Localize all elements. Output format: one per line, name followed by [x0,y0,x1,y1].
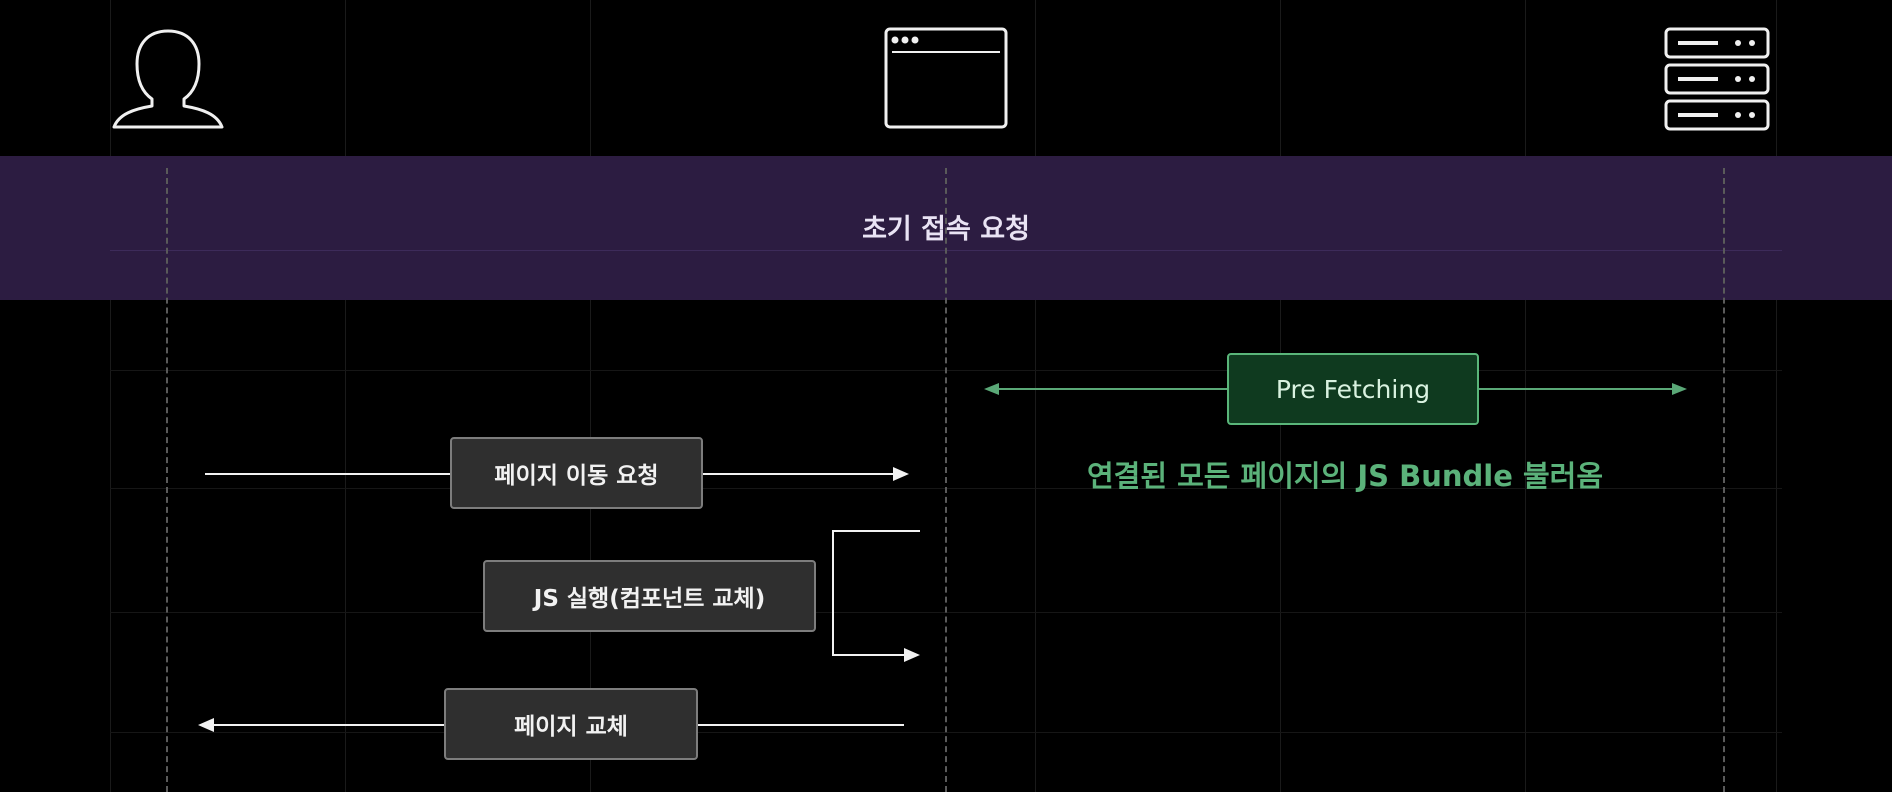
prefetch-arrow-right-head [1672,383,1687,395]
self-loop-top-line [832,530,920,532]
replace-page-arrow-head [198,718,214,732]
server-lifeline [1723,168,1725,792]
user-silhouette-icon [112,29,224,129]
grid-line [1525,0,1526,792]
navigate-request-label: 페이지 이동 요청 [450,437,703,509]
prefetch-label: Pre Fetching [1227,353,1479,425]
grid-line [590,0,591,792]
band-title: 초기 접속 요청 [862,214,1030,245]
browser-window-icon [884,27,1008,129]
navigate-request-arrow-head [893,467,909,481]
self-loop-bottom-line [832,654,904,656]
grid-line [1776,0,1777,792]
grid-line [110,0,111,792]
self-loop-arrow-head [904,648,920,662]
server-rack-icon [1664,27,1770,131]
prefetch-caption: 연결된 모든 페이지의 JS Bundle 불러옴 [1086,459,1604,493]
grid-line [1035,0,1036,792]
user-lifeline [166,168,168,792]
browser-lifeline [945,168,947,792]
replace-page-label: 페이지 교체 [444,688,698,760]
execute-js-label: JS 실행(컴포넌트 교체) [483,560,816,632]
grid-line [345,0,346,792]
prefetch-arrow-left-head [984,383,999,395]
self-loop-side-line [832,530,834,656]
